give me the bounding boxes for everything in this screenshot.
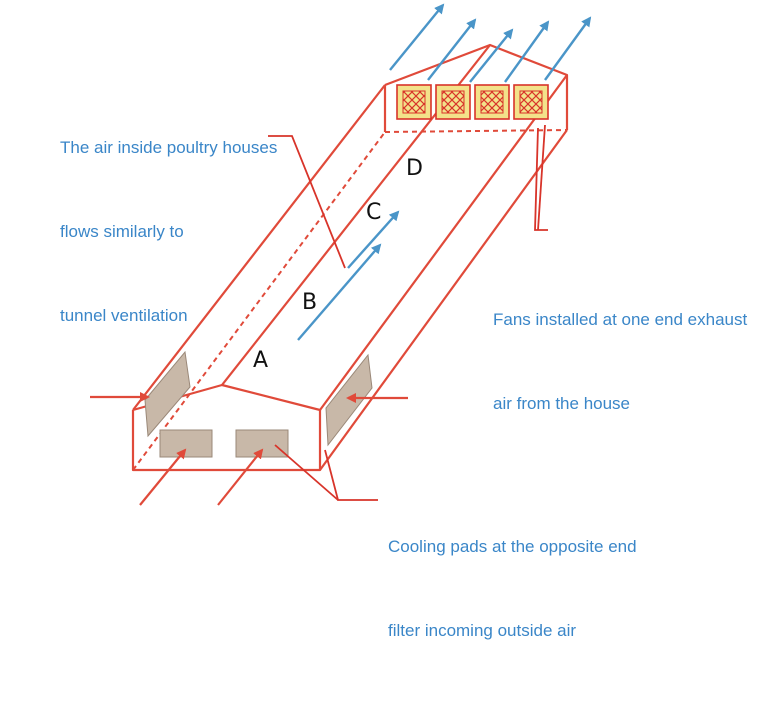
airflow-arrow-icon	[427, 18, 477, 81]
intake-arrow-icon	[217, 448, 264, 506]
incoming-airflow	[90, 392, 408, 506]
ventilation-annotation: The air inside poultry houses flows simi…	[60, 78, 277, 386]
poultry-house-diagram: A B C D The air inside poultry houses fl…	[60, 3, 747, 640]
point-label-d: D	[406, 156, 423, 181]
fans-text-line: air from the house	[493, 394, 631, 413]
point-label-c: C	[366, 200, 382, 225]
back-floor-hidden	[384, 129, 568, 133]
pads-annotation: Cooling pads at the opposite end filter …	[388, 477, 637, 701]
airflow-arrow-icon	[389, 3, 445, 71]
cooling-pad-icon	[235, 429, 289, 458]
internal-airflow	[297, 210, 400, 341]
point-label-a: A	[253, 348, 269, 373]
airflow-arrow-icon	[544, 16, 592, 81]
house-structure	[131, 43, 569, 472]
airflow-arrow-icon	[504, 20, 550, 83]
airflow-arrow-icon	[297, 243, 382, 341]
ventilation-text-line: flows similarly to	[60, 222, 184, 241]
cooling-pad-icon	[159, 429, 213, 458]
diagram-canvas	[90, 3, 592, 506]
front-gable	[131, 383, 322, 472]
leader-lines	[268, 124, 548, 501]
left-eave	[132, 84, 386, 411]
fans-text-line: Fans installed at one end exhaust	[493, 310, 748, 329]
exhaust-fan-icon	[474, 84, 510, 120]
point-label-b: B	[302, 290, 318, 315]
pads-leader-1	[324, 449, 378, 501]
fan-bank	[396, 84, 549, 120]
back-gable	[384, 43, 569, 130]
exhaust-fan-icon	[513, 84, 549, 120]
airflow-arrow-icon	[347, 210, 400, 269]
left-floor-hidden	[132, 131, 386, 471]
fans-annotation: Fans installed at one end exhaust air fr…	[493, 250, 747, 474]
hidden-edges	[132, 129, 568, 471]
pads-text-line: filter incoming outside air	[388, 621, 577, 640]
pads-leader-2	[274, 444, 339, 501]
intake-arrow-icon	[139, 448, 187, 506]
airflow-arrow-icon	[469, 28, 514, 83]
fans-leader-2	[537, 124, 546, 231]
exhaust-airflow	[389, 3, 592, 83]
right-eave	[319, 74, 568, 411]
exhaust-fan-icon	[396, 84, 432, 120]
cooling-pad-icon	[144, 350, 191, 438]
ventilation-text-line: The air inside poultry houses	[60, 138, 278, 157]
right-floor	[319, 129, 568, 471]
pads-text-line: Cooling pads at the opposite end	[388, 537, 637, 556]
exhaust-fan-icon	[435, 84, 471, 120]
fans-leader	[534, 127, 548, 231]
ventilation-leader	[268, 135, 346, 269]
ventilation-text-line: tunnel ventilation	[60, 306, 188, 325]
